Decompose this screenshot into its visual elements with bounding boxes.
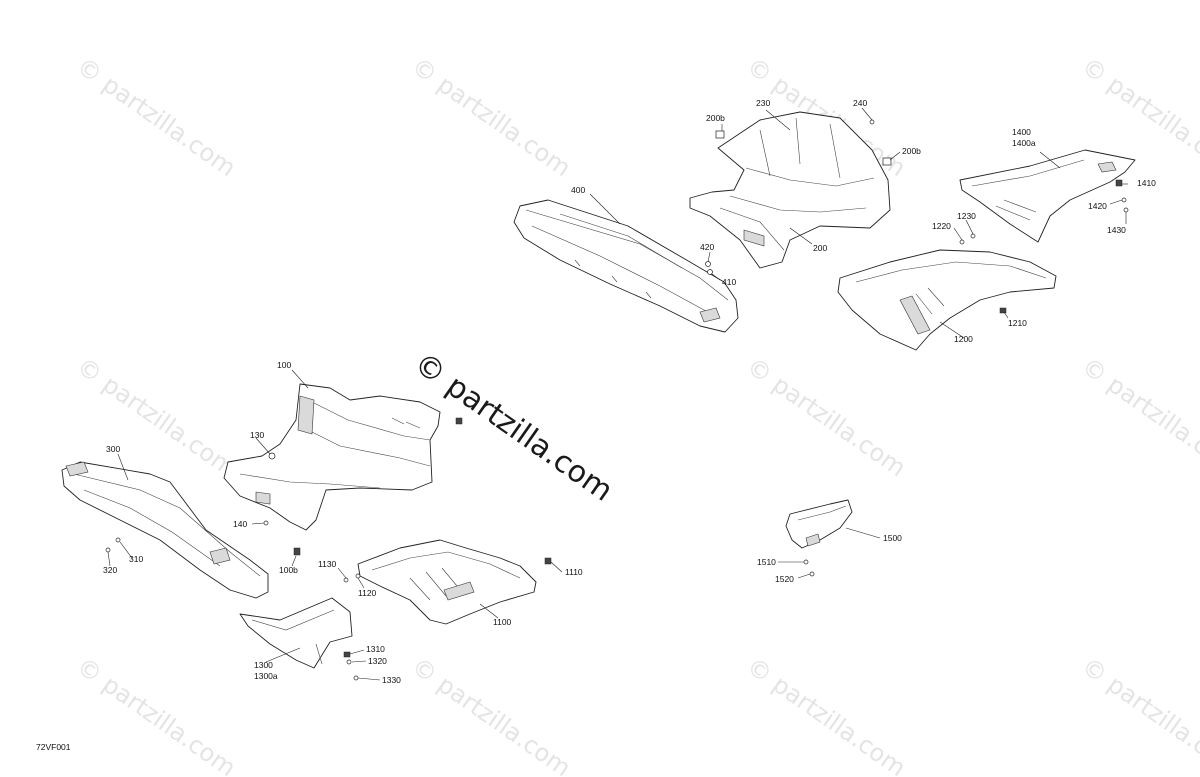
fastener-320 xyxy=(105,547,111,553)
fastener-1520 xyxy=(809,571,815,577)
fastener-130 xyxy=(268,452,276,460)
fastener-1210 xyxy=(999,307,1007,314)
callout-410[interactable]: 410 xyxy=(722,277,736,287)
fastener-1110 xyxy=(544,557,552,565)
fasteners xyxy=(105,119,1129,681)
part-200-center-tub[interactable] xyxy=(689,111,891,269)
callout-100b[interactable]: 100b xyxy=(279,565,298,575)
callout-1220[interactable]: 1220 xyxy=(932,221,951,231)
fastener-100-clip xyxy=(455,417,463,425)
fastener-310 xyxy=(115,537,121,543)
watermark-layer: © partzilla.com © partzilla.com © partzi… xyxy=(72,52,1200,777)
watermark-text: © partzilla.com xyxy=(407,652,576,777)
callout-1130[interactable]: 1130 xyxy=(318,559,337,569)
callout-1100[interactable]: 1100 xyxy=(493,617,512,627)
callout-300[interactable]: 300 xyxy=(106,444,120,454)
watermark-center-text: © partzilla.com xyxy=(407,346,619,509)
callout-1400[interactable]: 1400 xyxy=(1012,127,1031,137)
callout-labels: 400 200b 230 240 200b 200 420 410 1400 1… xyxy=(36,98,1156,752)
fastener-1420 xyxy=(1121,197,1127,203)
fastener-1220 xyxy=(959,239,965,245)
fastener-1430 xyxy=(1123,207,1129,213)
callout-240[interactable]: 240 xyxy=(853,98,867,108)
callout-130[interactable]: 130 xyxy=(250,430,264,440)
callout-1330[interactable]: 1330 xyxy=(382,675,401,685)
watermark-text: © partzilla.com xyxy=(407,52,576,182)
part-300-side-panel[interactable] xyxy=(61,461,269,599)
fastener-410 xyxy=(707,269,713,275)
watermark-text: © partzilla.com xyxy=(742,352,911,482)
part-1100-lower-bin[interactable] xyxy=(357,539,537,625)
part-1400-right-panel[interactable] xyxy=(959,149,1136,243)
leader-lines xyxy=(107,107,1128,681)
callout-200[interactable]: 200 xyxy=(813,243,827,253)
callout-1500[interactable]: 1500 xyxy=(883,533,902,543)
callout-100[interactable]: 100 xyxy=(277,360,291,370)
callout-400[interactable]: 400 xyxy=(571,185,585,195)
fastener-1120 xyxy=(355,573,361,579)
callout-310[interactable]: 310 xyxy=(129,554,143,564)
fastener-1510 xyxy=(803,559,809,565)
callout-1200[interactable]: 1200 xyxy=(954,334,973,344)
part-1500-bracket[interactable] xyxy=(785,499,853,549)
fastener-1230 xyxy=(970,233,976,239)
callout-1320[interactable]: 1320 xyxy=(368,656,387,666)
fastener-1330 xyxy=(353,675,359,681)
callout-200b-right[interactable]: 200b xyxy=(902,146,921,156)
fastener-200b-right xyxy=(882,157,892,166)
callout-1510[interactable]: 1510 xyxy=(757,557,776,567)
callout-1410[interactable]: 1410 xyxy=(1137,178,1156,188)
fastener-420 xyxy=(705,261,711,267)
callout-140[interactable]: 140 xyxy=(233,519,247,529)
callout-1110[interactable]: 1110 xyxy=(565,567,583,577)
fastener-200b-left xyxy=(715,130,725,139)
part-400-side-panel[interactable] xyxy=(513,199,739,333)
callout-1400a[interactable]: 1400a xyxy=(1012,138,1036,148)
fastener-140 xyxy=(263,520,269,526)
watermark-text: © partzilla.com xyxy=(742,652,911,777)
fastener-1310 xyxy=(343,651,351,658)
part-1300-lower-panel[interactable] xyxy=(239,597,353,669)
callout-1310[interactable]: 1310 xyxy=(366,644,385,654)
callout-230[interactable]: 230 xyxy=(756,98,770,108)
part-100-main-floor[interactable] xyxy=(223,383,441,531)
callout-1430[interactable]: 1430 xyxy=(1107,225,1126,235)
diagram-code: 72VF001 xyxy=(36,742,71,752)
callout-1230[interactable]: 1230 xyxy=(957,211,976,221)
fastener-100b xyxy=(293,547,301,556)
callout-1300a[interactable]: 1300a xyxy=(254,671,278,681)
callout-1120[interactable]: 1120 xyxy=(358,588,377,598)
watermark-text: © partzilla.com xyxy=(72,652,241,777)
watermark-text: © partzilla.com xyxy=(72,52,241,182)
fastener-1410 xyxy=(1115,179,1123,187)
callout-1210[interactable]: 1210 xyxy=(1008,318,1027,328)
callout-320[interactable]: 320 xyxy=(103,565,117,575)
watermark-text: © partzilla.com xyxy=(72,352,241,482)
callout-1300[interactable]: 1300 xyxy=(254,660,273,670)
watermark-text: © partzilla.com xyxy=(1077,352,1200,482)
part-1200-right-bin[interactable] xyxy=(837,249,1057,351)
fastener-1320 xyxy=(346,659,352,665)
fastener-1130 xyxy=(343,577,349,583)
callout-1520[interactable]: 1520 xyxy=(775,574,794,584)
callout-200b-left[interactable]: 200b xyxy=(706,113,725,123)
callout-420[interactable]: 420 xyxy=(700,242,714,252)
callout-1420[interactable]: 1420 xyxy=(1088,201,1107,211)
watermark-text: © partzilla.com xyxy=(1077,652,1200,777)
fastener-240 xyxy=(869,119,875,125)
